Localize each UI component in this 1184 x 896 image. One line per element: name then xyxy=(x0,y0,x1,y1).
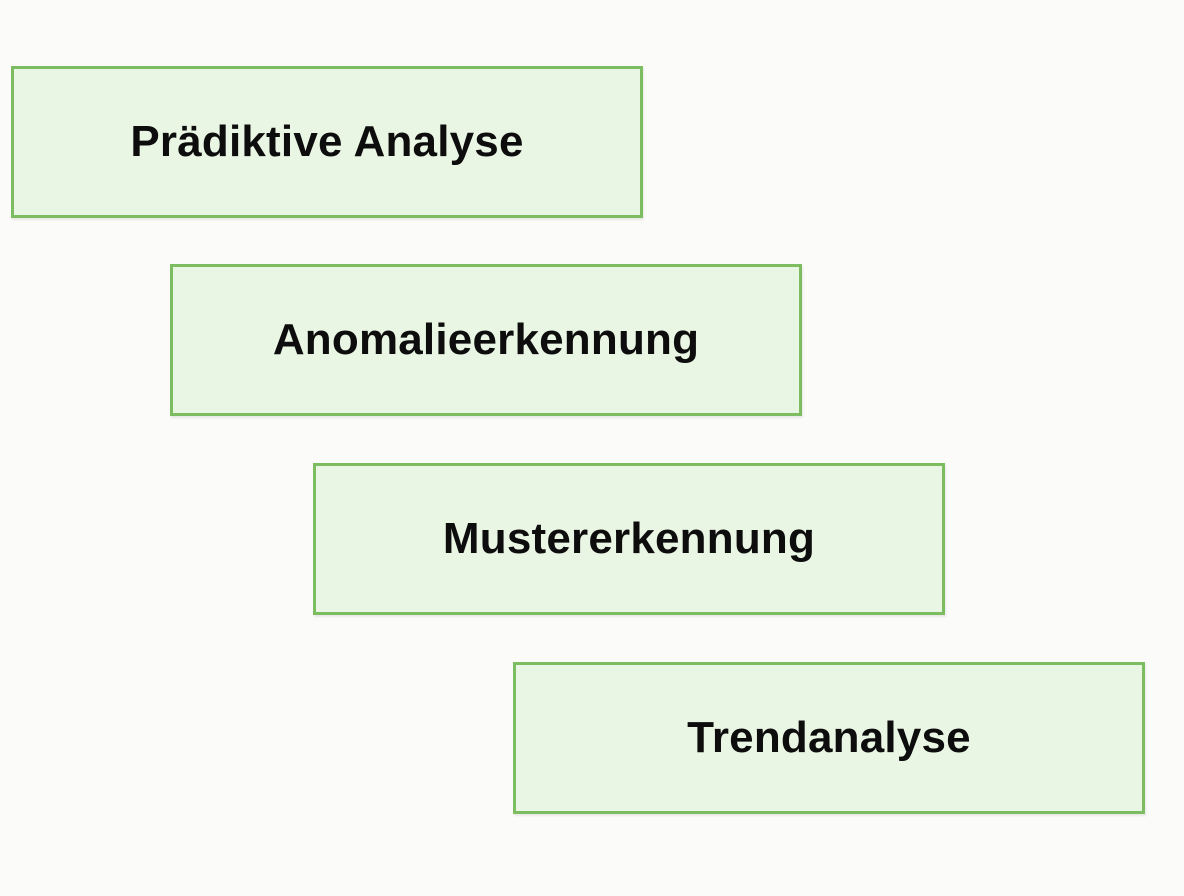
step-box-anomaly-detection: Anomalieerkennung xyxy=(170,264,802,416)
step-label: Trendanalyse xyxy=(687,713,971,762)
step-box-predictive-analysis: Prädiktive Analyse xyxy=(11,66,643,218)
step-label: Mustererkennung xyxy=(442,514,816,563)
step-box-pattern-recognition: Mustererkennung xyxy=(313,463,945,615)
step-label: Anomalieerkennung xyxy=(272,315,700,364)
step-label: Prädiktive Analyse xyxy=(130,117,524,166)
step-box-trend-analysis: Trendanalyse xyxy=(513,662,1145,814)
